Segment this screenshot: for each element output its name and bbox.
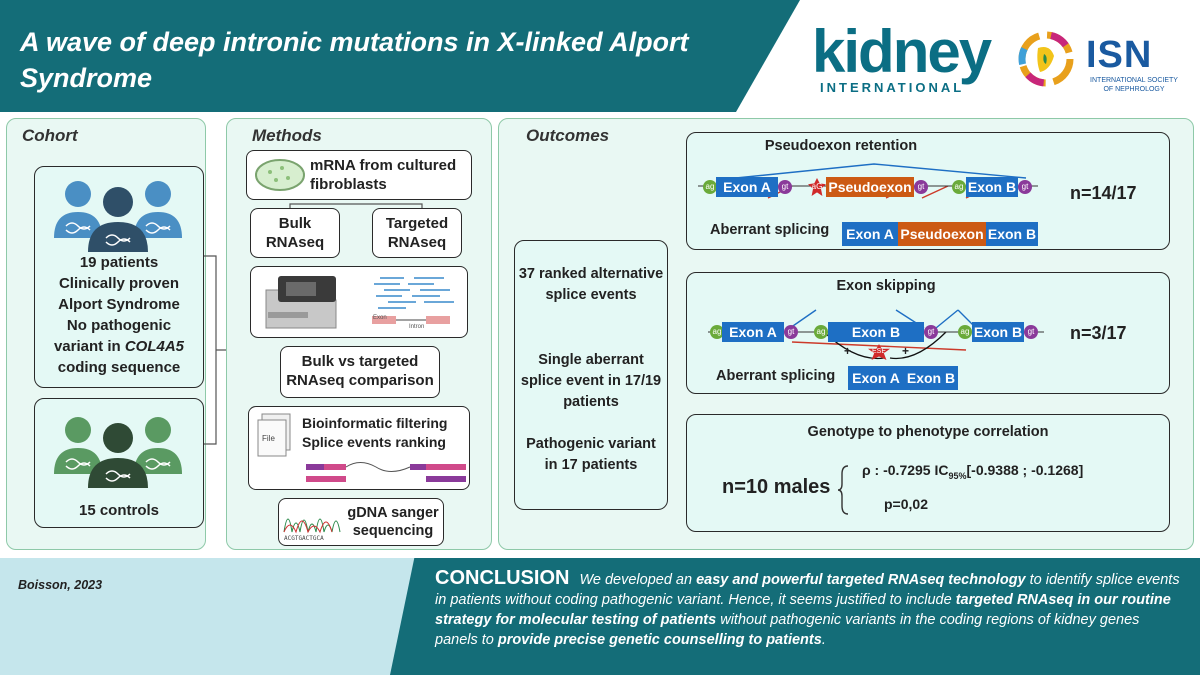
exon-b-pseudo: Exon B [966,177,1018,197]
skip-ag-marker: ag [710,325,724,339]
aberrant-exon-b: Exon B [986,222,1038,246]
skip-gt-marker: gt [784,325,798,339]
exon-skipping-title: Exon skipping [836,278,936,294]
skipping-count: n=3/17 [1070,323,1127,343]
conclusion-part: without pathogenic variants in the codin… [435,612,1140,648]
chromatogram-icon: ACGTGACTGCA [283,518,341,542]
conclusion-text: CONCLUSION We developed an easy and power… [435,568,1185,650]
skip-aberrant-exon-b: Exon B [904,366,958,390]
skipping-aberrant-label: Aberrant splicing [716,368,836,384]
isn-logo-sub: INTERNATIONAL SOCIETY OF NEPHROLOGY [1090,77,1178,93]
ese-plus-left: + [844,344,852,358]
sequencer-icon [265,276,337,329]
intron-mini-label: Intron [409,324,425,330]
correlation-title: Genotype to phenotype correlation [807,424,1049,440]
controls-label: 15 controls [78,502,160,519]
conclusion-part: to identify splice events in patients wi… [435,572,1180,608]
conclusion-part-bold: targeted RNAseq in our routine strategy … [435,592,1171,628]
skip-exon-b: Exon B [828,322,924,342]
pseudoexon-count: n=14/17 [1070,183,1137,203]
targeted-rnaseq-box: Targeted RNAseq [372,208,462,258]
header-band [0,0,800,112]
splice-ranking-icon [306,462,466,482]
cohort-title: Cohort [22,126,78,145]
footer-citation-band [0,558,420,675]
correlation-box [686,414,1170,532]
conclusion-band [390,558,1200,675]
conclusion-heading: CONCLUSION [435,567,570,589]
patients-line: 19 patients [79,254,159,271]
patients-line: No pathogenic [66,317,172,334]
exon-a-pseudo: Exon A [716,177,778,197]
outcomes-title: Outcomes [526,126,610,145]
summary-pathogenic-variant: Pathogenic variant in 17 patients [526,436,656,473]
mrna-label: mRNA from cultured fibroblasts [310,157,457,193]
skip-gt-marker-2: gt [924,325,938,339]
pseudoexon-title: Pseudoexon retention [764,138,918,154]
rho-prefix: ρ : -0.7295 IC [862,462,949,478]
file-label: File [262,434,275,443]
patients-line: Alport Syndrome [58,296,180,313]
gt-marker-3: gt [1018,180,1032,194]
patients-line: coding sequence [57,359,181,376]
skip-gt-marker-3: gt [1024,325,1038,339]
patients-description: 19 patients Clinically proven Alport Syn… [34,252,204,378]
gt-marker-2: gt [914,180,928,194]
gt-marker: gt [778,180,792,194]
summary-aberrant-event: Single aberrant splice event in 17/19 pa… [520,352,662,410]
aberrant-exon-a: Exon A [842,222,898,246]
patients-line: Clinically proven [58,275,180,292]
bulk-rnaseq-box: Bulk RNAseq [250,208,340,258]
conclusion-part-bold: provide precise genetic counselling to p… [497,632,822,648]
gene-name: COL4A5 [124,338,185,355]
correlation-n: n=10 males [722,476,831,498]
methods-split-connector [289,203,423,210]
conclusion-part-bold: easy and powerful targeted RNAseq techno… [696,572,1026,588]
skip-ag-marker-3: ag [958,325,972,339]
correlation-brace [838,465,849,515]
petri-dish-icon [255,159,305,191]
kidney-international-logo-sub: INTERNATIONAL [820,80,965,95]
methods-title: Methods [252,126,322,145]
skip-exon-a: Exon A [722,322,784,342]
ag-marker-2: ag [952,180,966,194]
aberrant-pseudoexon: Pseudoexon [898,222,986,246]
ag-marker: ag [703,180,717,194]
conclusion-part: . [821,632,826,648]
kidney-international-logo: kidney [812,18,992,85]
bioinformatic-filtering-text: Bioinformatic filtering [302,415,448,431]
isn-logo-text: ISN [1086,34,1153,76]
comparison-box: Bulk vs targeted RNAseq comparison [280,346,440,398]
bioinformatics-label: Bioinformatic filtering Splice events ra… [302,414,468,452]
exon-mini-label: Exon [373,315,387,321]
pseudoexon-block: Pseudoexon [826,177,914,197]
pseudoexon-aberrant-label: Aberrant splicing [710,222,830,238]
correlation-pvalue: p=0,02 [884,496,928,512]
correlation-rho: ρ : -0.7295 IC95%[-0.9388 ; -0.1268] [862,462,1083,481]
skip-ag-marker-2: ag [814,325,828,339]
gdna-label: gDNA sanger sequencing [347,505,439,539]
svg-text:ACGTGACTGCA: ACGTGACTGCA [284,535,324,542]
citation: Boisson, 2023 [18,578,103,592]
splice-ranking-text: Splice events ranking [302,434,446,450]
patients-group-icon [54,181,182,252]
rho-interval: [-0.9388 ; -0.1268] [966,462,1084,478]
conclusion-part: We developed an [579,572,697,588]
patients-line: variant in COL4A5 [53,338,185,355]
ese-plus-right: + [902,344,910,358]
controls-group-icon [54,417,182,488]
file-icon [257,413,291,457]
skip-aberrant-exon-a: Exon A [848,366,904,390]
isn-globe-icon [1018,31,1074,87]
rho-subscript: 95% [948,470,967,481]
page-title: A wave of deep intronic mutations in X-l… [20,27,689,93]
reads-alignment-icon [372,277,454,324]
summary-box [514,240,668,510]
summary-ranked-events: 37 ranked alternative splice events [518,266,664,303]
skip-exon-b-downstream: Exon B [972,322,1024,342]
